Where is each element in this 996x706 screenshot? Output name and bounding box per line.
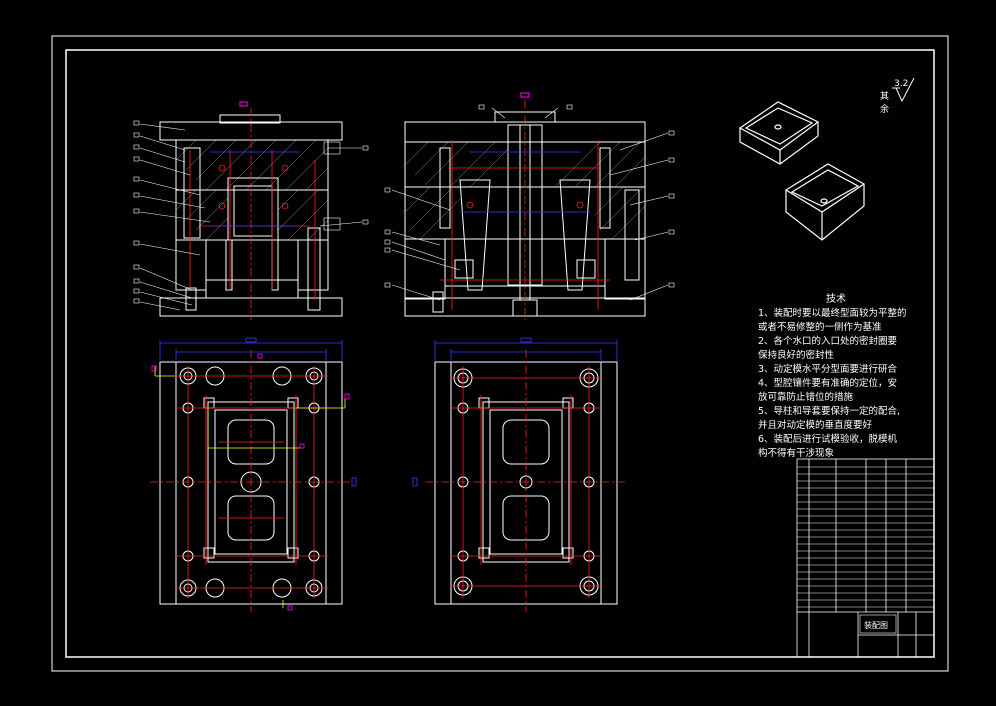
plan-view-right-dims [412,337,618,487]
note-line-5: 3、动定模水平分型面要进行研合 [758,363,898,375]
section-view-left [159,114,343,317]
note-line-4: 保持良好的密封性 [758,349,835,361]
part-iso-lower [784,163,866,241]
plan-view-left-markers [151,353,350,611]
roughness-label-bottom: 余 [880,103,889,115]
marker-right-top [520,92,530,98]
section-view-left-hatching [175,139,329,241]
inner-border [65,49,935,658]
note-line-2: 或者不易修整的一侧作为基准 [758,321,882,333]
section-view-right-centerlines [440,100,610,320]
note-line-9: 并且对动定模的垂直度要好 [758,419,873,431]
section-view-left-leaders [139,123,363,311]
note-line-6: 4、型腔镶件要有准确的定位，安 [758,377,897,389]
note-line-8: 5、导柱和导套要保持一定的配合, [758,405,900,417]
roughness-value: 3.2 [894,79,908,89]
plan-view-left-centerlines [150,350,352,612]
note-line-10: 6、装配后进行试模验收，脱模机 [758,433,898,445]
part-iso-upper [738,101,820,165]
note-line-11: 构不得有干涉现象 [758,447,835,459]
plan-view-left-leaders [154,366,346,608]
section-view-right-leaders [391,107,669,301]
roughness-symbol [892,77,915,103]
plan-view-right-centerlines [425,350,627,612]
title-name-cell [859,614,897,634]
plan-view-left-dims [159,337,357,487]
section-view-right-hatching [404,141,646,240]
note-line-3: 2、各个水口的入口处的密封圈要 [758,335,897,347]
section-view-left-centerlines [189,108,316,320]
note-line-1: 1、装配时要以最终型面较为平整的 [758,307,907,319]
section-view-right-callout-boxes [384,104,675,288]
notes-heading: 技术 [826,292,846,305]
parts-list-rows [797,466,934,608]
section-view-left-callout-boxes [133,120,369,304]
roughness-label-top: 其 [880,91,889,102]
section-view-right-dims [460,151,590,213]
title-block-name: 装配图 [864,620,888,630]
outer-border [51,35,949,672]
marker-left-top [239,101,248,107]
section-view-left-dims [210,151,300,227]
note-line-7: 放可靠防止错位的措施 [758,391,854,403]
